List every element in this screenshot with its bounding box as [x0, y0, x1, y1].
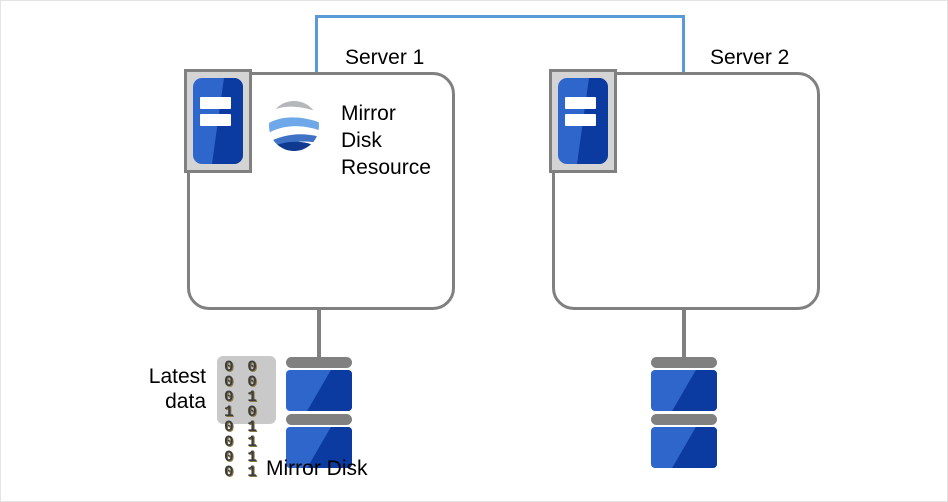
- server-1-title: Server 1: [345, 46, 425, 69]
- server-2-server-icon: [549, 69, 617, 173]
- disk-slab-shading: [307, 370, 352, 411]
- mirror-disk-resource-label: Mirror Disk Resource: [341, 102, 431, 179]
- interconnect-line-horizontal: [315, 15, 685, 18]
- server-2-disk-stem: [682, 310, 686, 358]
- server-1-mirror-disk-icon[interactable]: [286, 357, 352, 471]
- disk-plate-top: [651, 357, 717, 368]
- disk-plate-middle: [286, 414, 352, 425]
- binary-row: 0 1 0 1: [224, 448, 259, 481]
- disk-slab-bottom: [286, 427, 352, 468]
- binary-row: 0 0 0 0: [224, 358, 259, 391]
- server-tower-body: [193, 78, 243, 164]
- interconnect-line-right: [682, 15, 685, 75]
- latest-data-label: Latest data: [148, 365, 206, 413]
- server-tower-body: [558, 78, 608, 164]
- disk-slab-top: [651, 370, 717, 411]
- server-1-server-icon: [184, 69, 252, 173]
- server-tower-bar-top: [200, 96, 231, 109]
- disk-plate-middle: [651, 414, 717, 425]
- server-1-mirror-disk-label: Mirror Disk: [266, 457, 368, 480]
- server-1-disk-stem: [317, 310, 321, 358]
- server-tower-bar-top: [565, 96, 596, 109]
- disk-slab-shading: [672, 370, 717, 411]
- server-tower-bar-bottom: [200, 114, 231, 127]
- latest-data-binary-block: 0 0 0 0 0 1 1 0 0 1 0 1 0 1 0 1: [217, 356, 276, 480]
- server-tower-bar-bottom: [565, 114, 596, 127]
- interconnect-line-left: [315, 15, 318, 75]
- disk-slab-top: [286, 370, 352, 411]
- disk-plate-top: [286, 357, 352, 368]
- server-2-title: Server 2: [710, 46, 790, 69]
- mirror-disk-resource-globe-icon: [268, 100, 320, 152]
- binary-row: 0 1 1 0: [224, 388, 259, 421]
- disk-slab-shading: [672, 427, 717, 468]
- binary-row: 0 1 0 1: [224, 418, 259, 451]
- server-2-mirror-disk-icon[interactable]: [651, 357, 717, 471]
- disk-slab-bottom: [651, 427, 717, 468]
